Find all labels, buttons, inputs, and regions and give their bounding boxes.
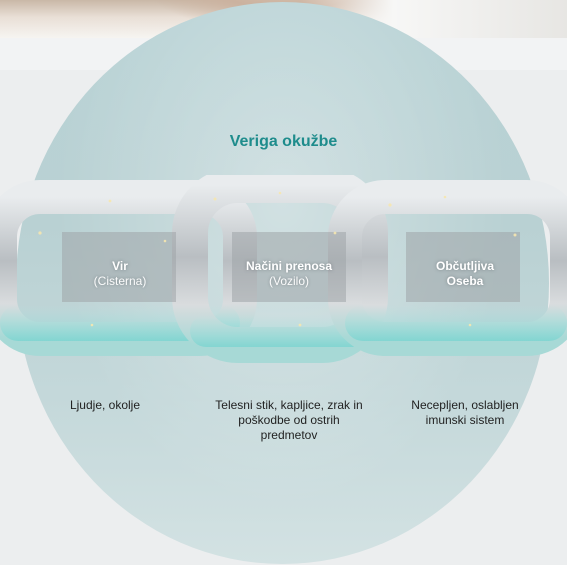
link-label-obcutljiva-oseba: Občutljiva Oseba [420,259,510,289]
caption-vir: Ljudje, okolje [20,398,190,413]
link-name-vir: Vir [70,259,170,274]
chain-title: Veriga okužbe [0,133,567,151]
caption-nacini-prenosa: Telesni stik, kapljice, zrak in poškodbe… [214,398,364,443]
caption-obcutljiva-oseba: Necepljen, oslabljen imunski sistem [395,398,535,428]
link-sub-vir: (Cisterna) [70,274,170,289]
link-label-nacini-prenosa: Načini prenosa (Vozilo) [233,259,345,289]
link-name-nacini-prenosa: Načini prenosa [233,259,345,274]
link-label-vir: Vir (Cisterna) [70,259,170,289]
link-name-obcutljiva-oseba: Občutljiva Oseba [420,259,510,289]
link-sub-nacini-prenosa: (Vozilo) [233,274,345,289]
